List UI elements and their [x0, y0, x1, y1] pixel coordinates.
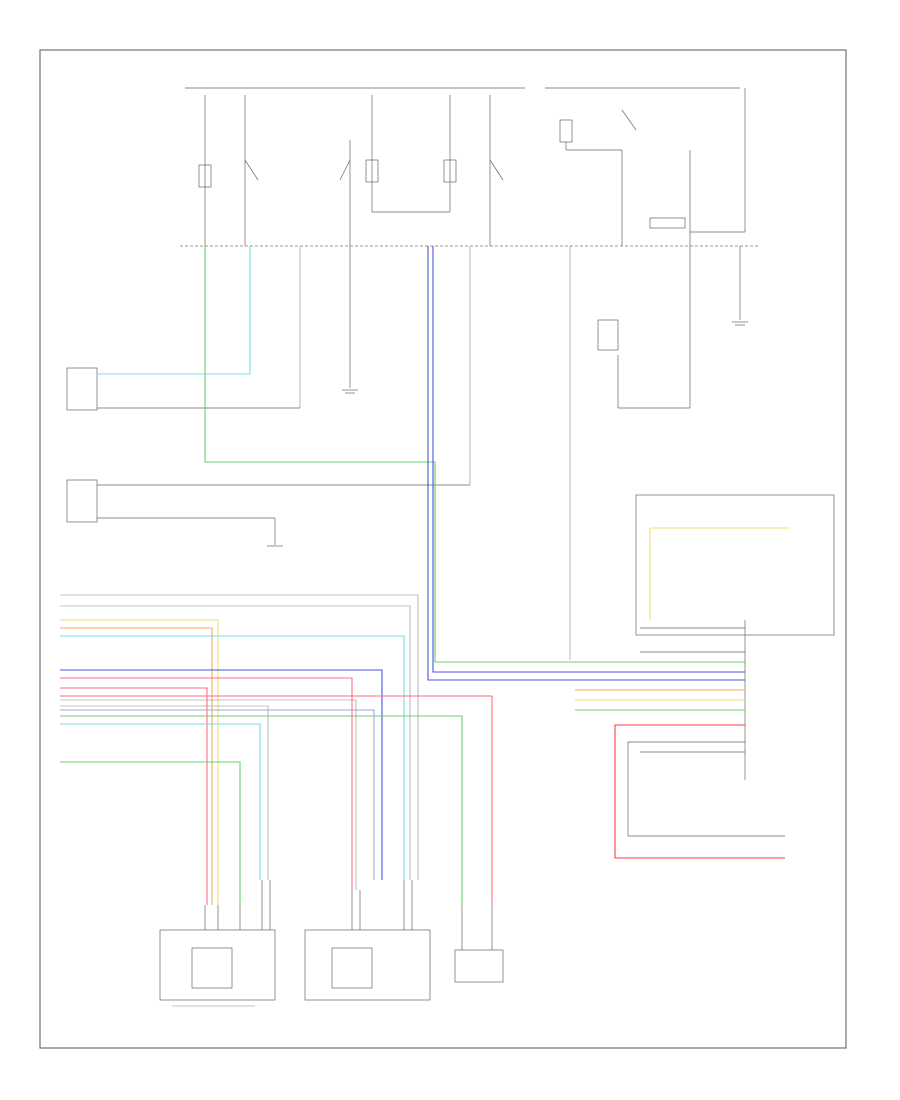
relay-1 — [198, 159, 259, 188]
connector-stubs — [204, 880, 493, 950]
wire-green-feed — [204, 246, 745, 663]
fuse-leads-lower — [299, 246, 741, 660]
diagram-frame — [39, 49, 847, 1049]
left-switch-upper — [66, 367, 300, 411]
relay-2 — [339, 159, 379, 183]
left-harness — [60, 594, 493, 905]
ground-symbol-center — [342, 389, 358, 394]
wire-blue-feed-2 — [432, 246, 745, 673]
right-sensor-box — [597, 319, 690, 409]
control-module — [635, 494, 835, 780]
module-harness — [575, 627, 785, 859]
actuator-middle — [304, 929, 431, 1001]
right-power-block — [545, 87, 746, 246]
wire-cyan-switch — [97, 246, 251, 375]
ground-symbol-right — [732, 321, 748, 326]
actuator-right — [454, 949, 504, 983]
left-switch-lower — [66, 479, 470, 547]
actuator-left — [159, 929, 276, 1007]
relay-3 — [443, 159, 504, 183]
wire-blue-feed — [427, 246, 745, 681]
fuse-feeds — [204, 95, 491, 246]
